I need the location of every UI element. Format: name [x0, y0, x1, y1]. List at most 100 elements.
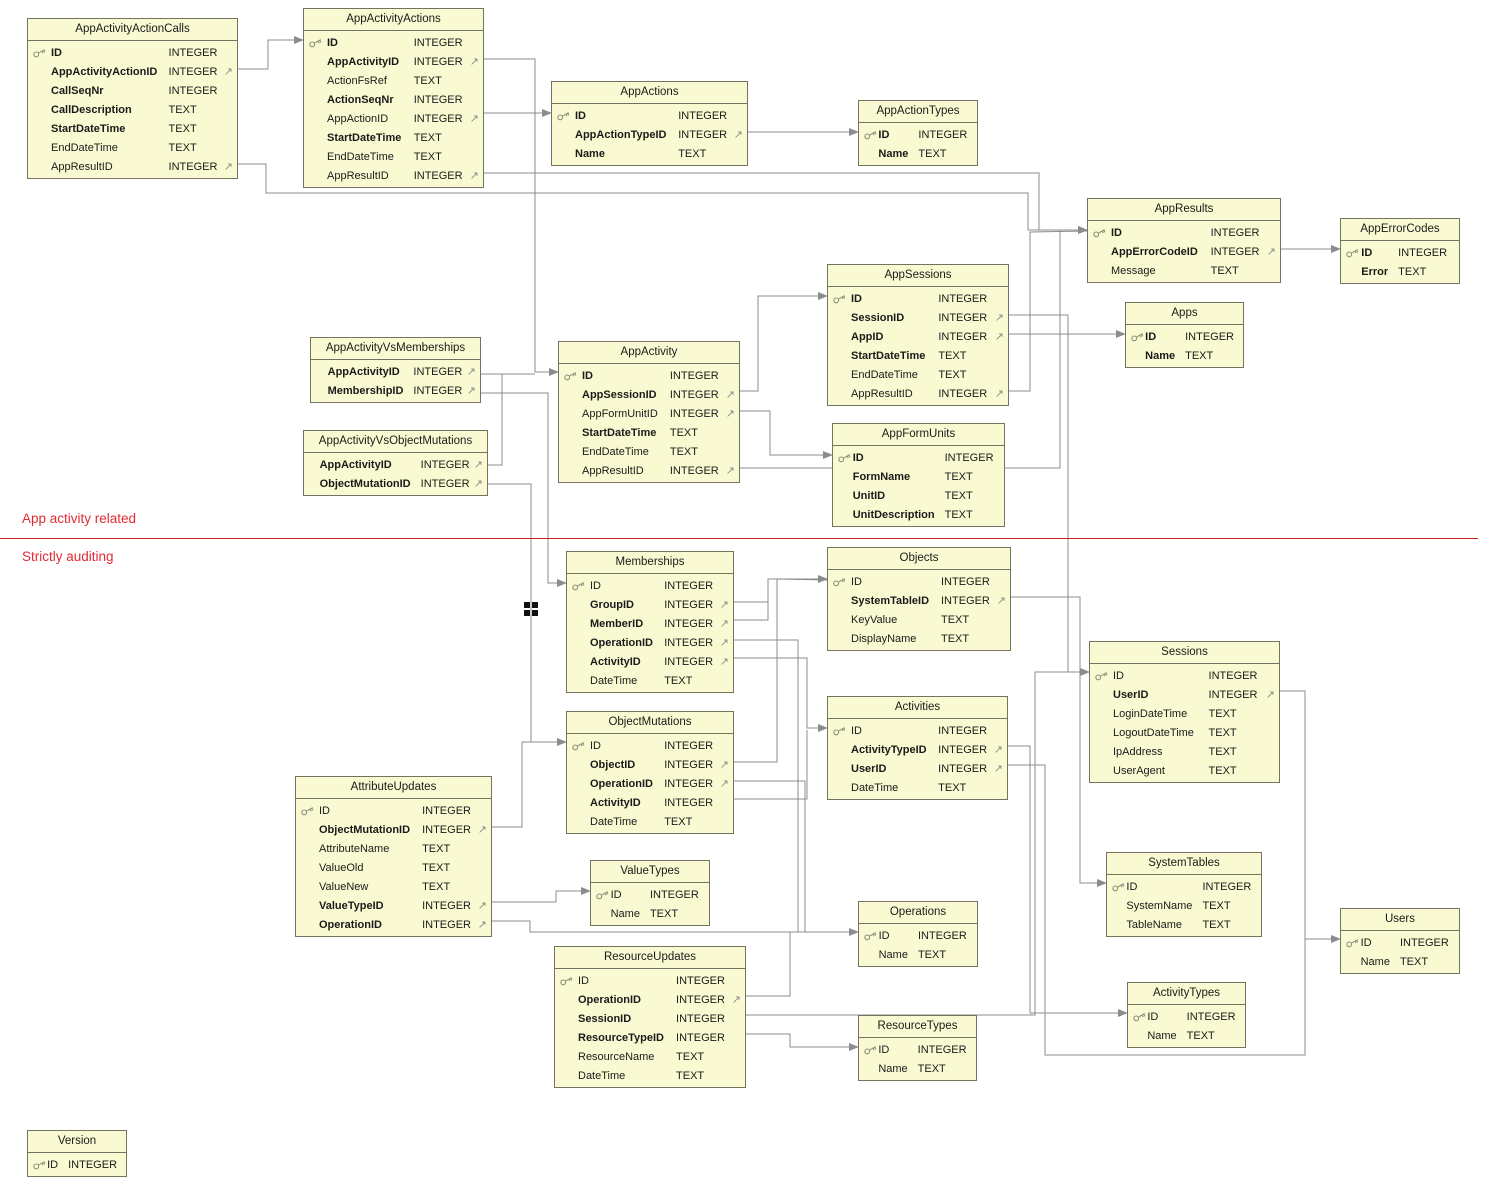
table-header[interactable]: SystemTables: [1107, 853, 1261, 875]
table-header[interactable]: AppActivity: [559, 342, 739, 364]
table-header[interactable]: AppSessions: [828, 265, 1008, 287]
table-header[interactable]: AppActivityVsMemberships: [311, 338, 480, 360]
table-header[interactable]: AppActionTypes: [859, 101, 977, 123]
table-header[interactable]: AppResults: [1088, 199, 1280, 221]
table-header[interactable]: Objects: [828, 548, 1010, 570]
table-header[interactable]: AppErrorCodes: [1341, 219, 1459, 241]
table-header[interactable]: ValueTypes: [591, 861, 709, 883]
table-header[interactable]: AppActivityActionCalls: [28, 19, 237, 41]
table-header[interactable]: AppActivityVsObjectMutations: [304, 431, 487, 453]
grid-handle-icon[interactable]: [524, 602, 538, 616]
table-header[interactable]: ResourceUpdates: [555, 947, 745, 969]
table-header[interactable]: Activities: [828, 697, 1007, 719]
table-header[interactable]: AttributeUpdates: [296, 777, 491, 799]
table-header[interactable]: AppFormUnits: [833, 424, 1004, 446]
table-header[interactable]: AppActions: [552, 82, 747, 104]
table-header[interactable]: Operations: [859, 902, 977, 924]
